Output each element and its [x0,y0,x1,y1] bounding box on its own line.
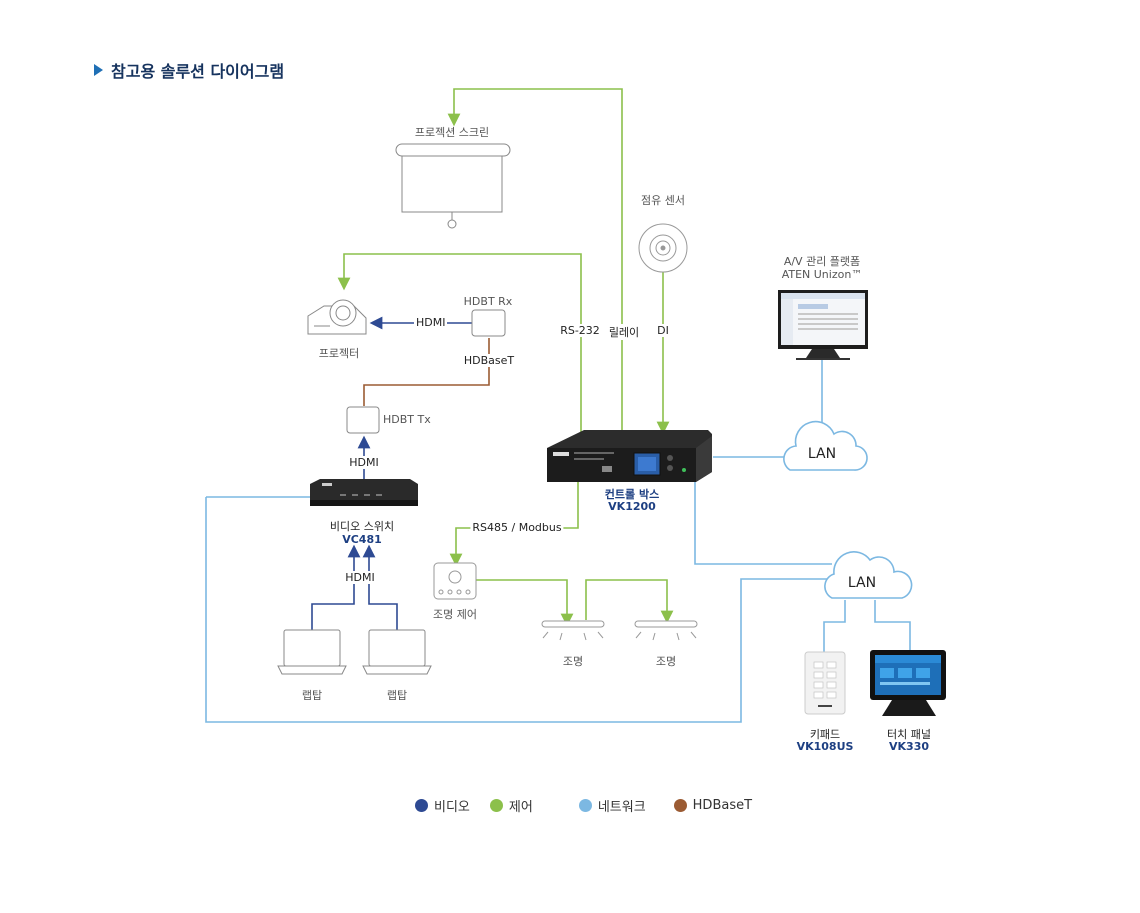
laptop-2-label: 랩탑 [386,689,408,702]
occupancy-sensor-label: 점유 센서 [641,194,685,207]
occupancy-sensor-icon [638,223,688,273]
rs232-label: RS-232 [558,324,602,337]
keypad-label: 키패드 [809,728,841,741]
light-1-icon [541,620,605,641]
hdbt-tx-label: HDBT Tx [383,413,431,426]
legend-dot-control [489,799,503,812]
video-switch-icon [310,479,418,506]
legend-label-video: 비디오 [434,800,470,815]
light-control-icon [433,562,477,600]
light-2-label: 조명 [655,655,677,668]
laptop-2-icon [362,629,432,675]
legend-label-hdbaset: HDBaseT [692,798,753,813]
legend-label-control: 제어 [508,800,533,815]
unizon-label-line1: A/V 관리 플랫폼 [783,255,861,268]
legend-item-network: 네트워크 [578,796,646,815]
keypad-icon [804,651,846,715]
lan-cloud-1-label: LAN [807,446,837,462]
light-2-icon [634,620,698,641]
laptop-1-icon [277,629,347,675]
hdmi-laptops-label: HDMI [343,571,377,584]
hdbt-rx-icon [471,309,506,337]
rs485-label: RS485 / Modbus [470,521,564,534]
page-title: 참고용 솔루션 다이어그램 [94,58,284,82]
hdbaset-link-label: HDBaseT [461,354,517,367]
screen-label: 프로젝션 스크린 [414,126,490,139]
hdmi-switch-tx-label: HDMI [347,456,381,469]
touch-panel-model: VK330 [889,740,929,753]
hdbaset-link [363,338,490,406]
unizon-label-line2: ATEN Unizon™ [781,268,863,281]
video-switch-model: VC481 [342,533,382,546]
projection-screen-icon [395,143,511,229]
di-label: DI [655,324,671,337]
control-links [337,88,674,627]
legend-label-network: 네트워크 [597,800,646,815]
legend-item-video: 비디오 [415,796,470,815]
triangle-bullet-icon [94,64,103,76]
legend-item-control: 제어 [489,796,533,815]
network-links [205,350,911,723]
unizon-monitor-icon [778,290,868,360]
touch-panel-label: 터치 패널 [887,728,931,741]
legend-item-hdbaset: HDBaseT [673,798,753,813]
relay-label: 릴레이 [606,324,642,340]
control-box-model: VK1200 [608,500,656,513]
page-title-text: 참고용 솔루션 다이어그램 [111,62,285,81]
control-box-label: 컨트롤 박스 [604,488,660,501]
control-box-icon [547,430,712,482]
light-1-label: 조명 [562,655,584,668]
legend-dot-video [415,799,428,812]
legend-dot-hdbaset [673,799,687,812]
touch-panel-icon [870,650,946,716]
video-switch-label: 비디오 스위치 [329,520,395,533]
projector-icon [307,299,367,335]
hdbt-tx-icon [346,406,380,434]
hdmi-rx-projector-label: HDMI [414,316,448,329]
light-control-label: 조명 제어 [433,608,477,621]
hdbt-rx-label: HDBT Rx [463,295,513,308]
legend: 비디오 제어 네트워크 HDBaseT [415,796,772,815]
lan-cloud-2-label: LAN [847,575,877,591]
lan-cloud-2-icon [824,551,913,599]
lan-cloud-1-icon [783,420,868,471]
projector-label: 프로젝터 [318,347,360,360]
keypad-model: VK108US [796,740,854,753]
laptop-1-label: 랩탑 [301,689,323,702]
legend-dot-network [578,799,592,812]
